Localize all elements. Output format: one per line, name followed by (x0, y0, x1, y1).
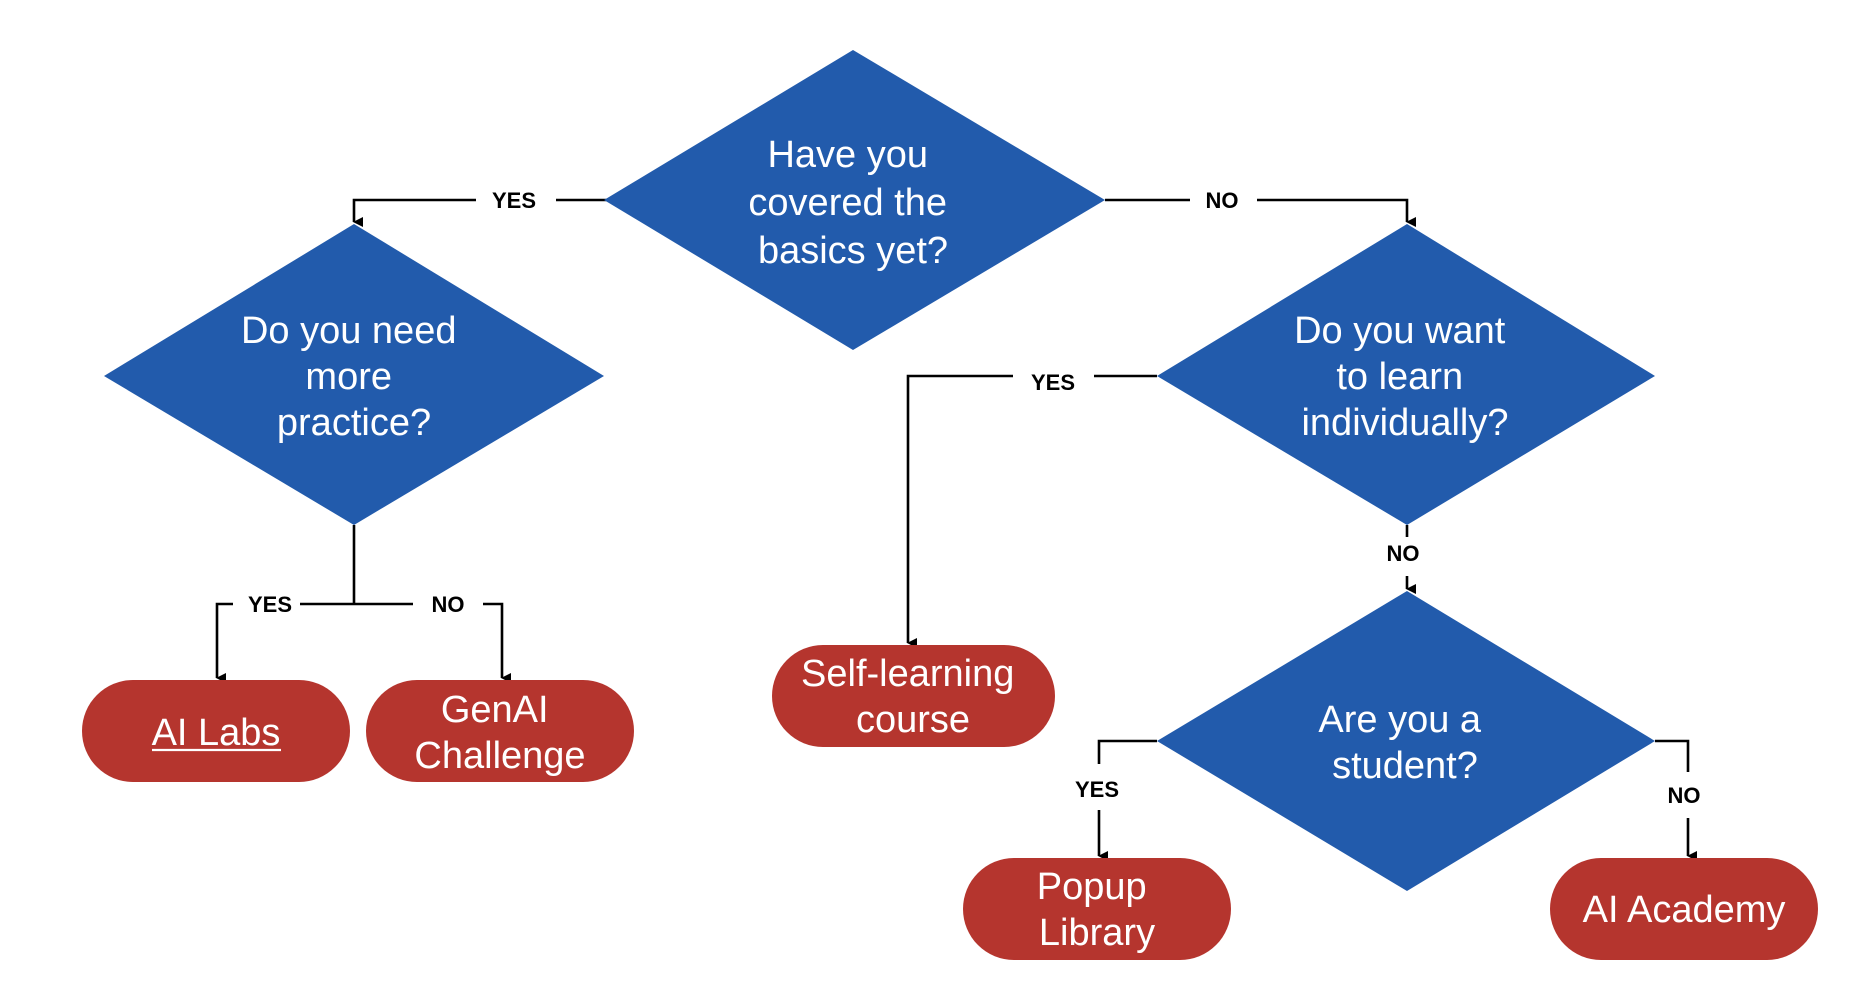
decision-diamond (104, 224, 604, 525)
decision-diamond (1157, 591, 1655, 891)
outcome-pill (82, 680, 350, 782)
decision-diamond (1157, 224, 1655, 525)
connector-practice-yes-arrow (215, 602, 233, 683)
connector-student-yes (1097, 739, 1157, 764)
outcome-ai-academy-text: AI Academy (1583, 889, 1786, 931)
edge-label-basics-yes: YES (492, 188, 536, 213)
decision-practice: Do you need more practice? (104, 224, 604, 525)
edge-label-student-no: NO (1668, 783, 1701, 808)
outcome-genai-challenge-text: GenAI Challenge (414, 689, 585, 777)
edge-label-basics-no: NO (1206, 188, 1239, 213)
decision-diamond (604, 50, 1105, 350)
decision-individually: Do you want to learn individually? (1157, 224, 1655, 525)
decision-basics: Have you covered the basics yet? (604, 50, 1105, 350)
outcome-pill (366, 680, 634, 782)
outcome-ai-labs[interactable]: AI Labs (82, 680, 350, 782)
outcome-ai-academy: AI Academy (1550, 858, 1818, 960)
edge-label-individually-no: NO (1387, 541, 1420, 566)
outcome-pill (772, 645, 1055, 747)
edge-labels: YES NO YES NO YES NO YES NO (248, 188, 1701, 808)
edge-label-individually-yes: YES (1031, 370, 1075, 395)
connector-student-no (1655, 739, 1690, 772)
connector-practice-no-arrow (483, 602, 511, 683)
outcome-popup-library-text: Popup Library (1037, 866, 1157, 954)
outcome-self-learning-text: Self-learning course (801, 653, 1025, 741)
decision-individually-text: Do you want to learn individually? (1294, 310, 1516, 444)
outcome-genai-challenge: GenAI Challenge (366, 680, 634, 782)
outcome-ai-labs-link[interactable]: AI Labs (152, 712, 281, 754)
outcome-pill (963, 858, 1231, 960)
edge-label-student-yes: YES (1075, 777, 1119, 802)
edge-label-practice-yes: YES (248, 592, 292, 617)
connector-basics-no-arrow (1257, 198, 1416, 227)
decision-student-text: Are you a student? (1318, 699, 1491, 787)
connector-individually-yes-arrow (906, 374, 1013, 648)
outcome-pill (1550, 858, 1818, 960)
decision-student: Are you a student? (1157, 591, 1655, 891)
outcome-self-learning: Self-learning course (772, 645, 1055, 747)
connectors (215, 198, 1697, 861)
connector-basics-yes-arrow (352, 198, 476, 227)
edge-label-practice-no: NO (432, 592, 465, 617)
decision-practice-text: Do you need more practice? (241, 310, 467, 444)
decision-basics-text: Have you covered the basics yet? (748, 134, 957, 272)
outcome-popup-library: Popup Library (963, 858, 1231, 960)
